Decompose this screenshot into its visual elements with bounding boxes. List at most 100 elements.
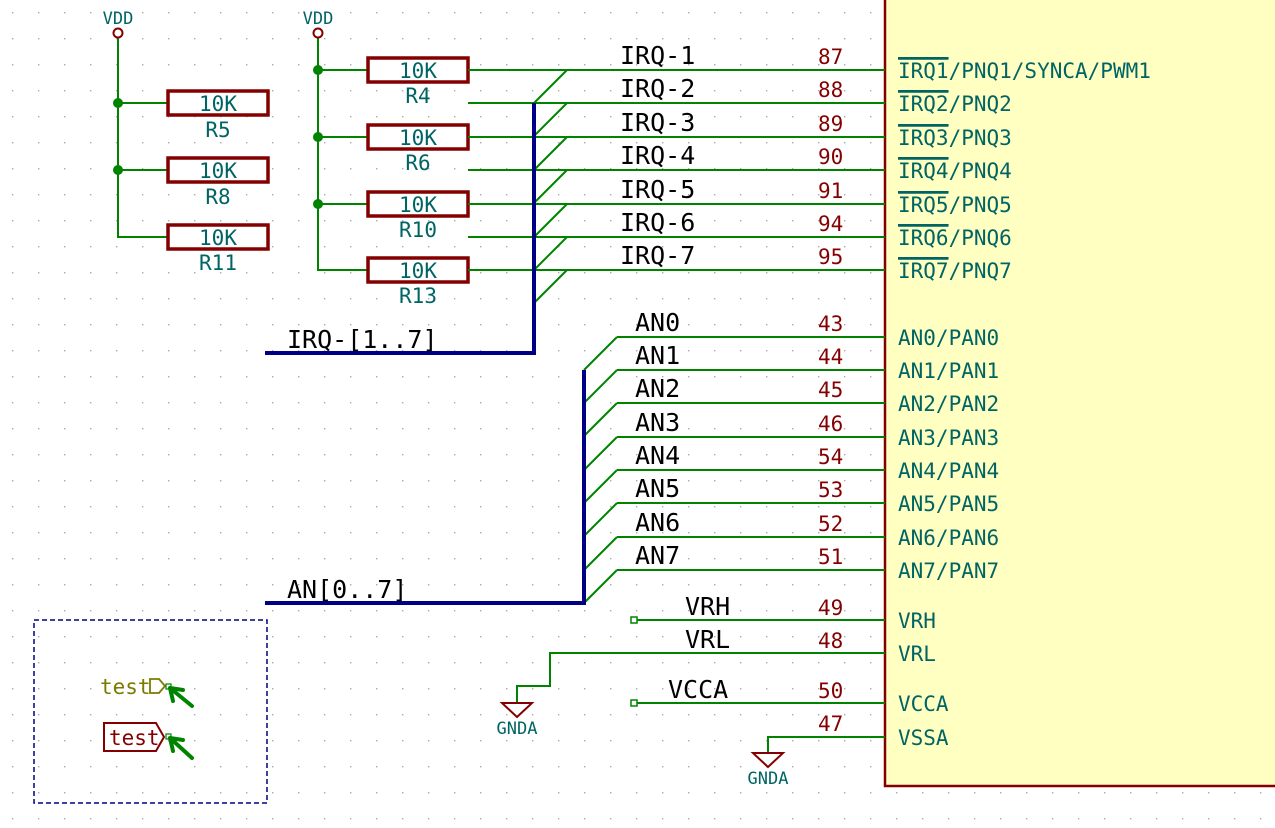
an-net-label: AN1 — [635, 341, 680, 370]
vrh-net[interactable]: VRH 49 VRH — [630, 592, 936, 633]
resistor-ref: R5 — [205, 118, 230, 142]
hierarchical-label-test[interactable]: test — [100, 675, 194, 708]
pin-number-53: 53 — [818, 478, 843, 502]
irq-net-label: IRQ-2 — [620, 74, 695, 103]
vdd-left-symbol[interactable]: VDD — [103, 9, 134, 103]
an-net-label: AN7 — [635, 541, 680, 570]
vdd-right-label: VDD — [303, 9, 334, 29]
pin-name-vssa: VSSA — [898, 726, 949, 750]
resistor-value: 10K — [199, 226, 237, 250]
an-net-label: AN6 — [635, 508, 680, 537]
move-cursor-icon — [168, 736, 194, 760]
vrl-net[interactable]: VRL 48 VRL — [516, 625, 936, 703]
an-net-label: AN5 — [635, 474, 680, 503]
an-bus[interactable] — [265, 370, 586, 605]
resistor-ref: R10 — [399, 218, 437, 242]
gnda-left-label: GNDA — [497, 719, 538, 739]
an-net-label: AN0 — [635, 308, 680, 337]
an-net-label: AN2 — [635, 374, 680, 403]
gnda-right-label: GNDA — [748, 769, 789, 789]
irq-bus-label: IRQ-[1..7] — [287, 325, 438, 354]
vrh-net-label: VRH — [685, 592, 730, 621]
pin-name-an4: AN4/PAN4 — [898, 459, 999, 483]
pin-name-an0: AN0/PAN0 — [898, 326, 999, 350]
vssa-net[interactable]: 47 VSSA — [767, 712, 949, 753]
pin-name-an1: AN1/PAN1 — [898, 359, 999, 383]
vdd-left-label: VDD — [103, 9, 134, 29]
irq-net-label: IRQ-4 — [620, 141, 695, 170]
selection-box[interactable] — [33, 619, 268, 804]
gnda-left-symbol[interactable]: GNDA — [497, 702, 538, 739]
pin-number-47: 47 — [818, 712, 843, 736]
irq-net-label: IRQ-7 — [620, 241, 695, 270]
irq-bus[interactable] — [265, 103, 536, 355]
move-cursor-icon — [168, 686, 194, 708]
pin-name-an5: AN5/PAN5 — [898, 492, 999, 516]
pin-number-95: 95 — [818, 245, 843, 269]
resistor-value: 10K — [199, 92, 237, 116]
resistor-ref: R8 — [205, 185, 230, 209]
vdd-rails — [113, 65, 368, 271]
vcca-net[interactable]: VCCA 50 VCCA — [630, 675, 949, 716]
pin-number-48: 48 — [818, 629, 843, 653]
resistor-value: 10K — [399, 259, 437, 283]
vcca-net-label: VCCA — [668, 675, 728, 704]
global-label-test[interactable]: test — [103, 722, 194, 760]
irq-net-label: IRQ-3 — [620, 108, 695, 137]
resistor-value: 10K — [399, 126, 437, 150]
pin-number-91: 91 — [818, 179, 843, 203]
pin-name-irq1: IRQ1/PNQ1/SYNCA/PWM1 — [898, 59, 1151, 83]
irq-net-label: IRQ-1 — [620, 41, 695, 70]
pin-number-51: 51 — [818, 545, 843, 569]
pin-name-an2: AN2/PAN2 — [898, 392, 999, 416]
pin-name-irq2: IRQ2/PNQ2 — [898, 92, 1012, 116]
pin-number-52: 52 — [818, 512, 843, 536]
pin-number-45: 45 — [818, 378, 843, 402]
pin-number-87: 87 — [818, 45, 843, 69]
pin-name-vrh: VRH — [898, 609, 936, 633]
resistor-value: 10K — [199, 159, 237, 183]
pin-name-an6: AN6/PAN6 — [898, 526, 999, 550]
an-net-label: AN3 — [635, 408, 680, 437]
pin-name-irq3: IRQ3/PNQ3 — [898, 126, 1012, 150]
pin-number-50: 50 — [818, 679, 843, 703]
resistor-value: 10K — [399, 59, 437, 83]
resistor-ref: R4 — [405, 84, 430, 108]
global-label-text: test — [109, 726, 160, 750]
pin-number-94: 94 — [818, 212, 843, 236]
pin-number-46: 46 — [818, 412, 843, 436]
gnda-right-symbol[interactable]: GNDA — [748, 752, 789, 789]
pin-number-89: 89 — [818, 112, 843, 136]
hierarchical-label-text: test — [100, 675, 151, 699]
pin-name-an3: AN3/PAN3 — [898, 426, 999, 450]
pin-number-43: 43 — [818, 312, 843, 336]
pin-name-vrl: VRL — [898, 642, 936, 666]
ic-body[interactable] — [883, 0, 1275, 788]
vdd-right-symbol[interactable]: VDD — [303, 9, 334, 70]
pin-name-irq6: IRQ6/PNQ6 — [898, 226, 1012, 250]
irq-net-label: IRQ-5 — [620, 175, 695, 204]
